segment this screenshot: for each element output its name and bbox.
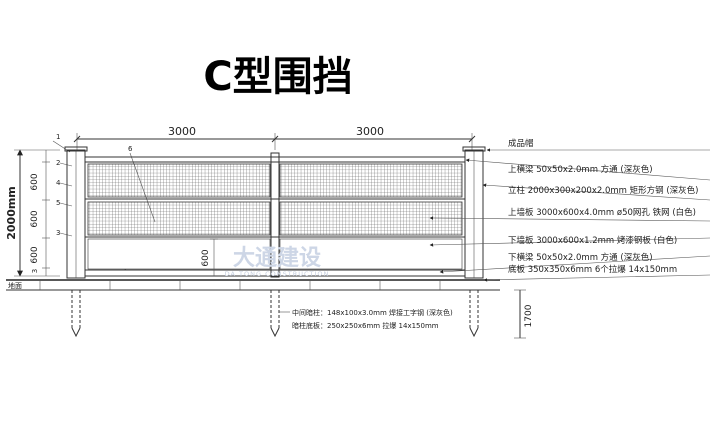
callout-1: 1 [56,133,60,141]
legend-post: 立柱 2000x300x200x2.0mm 矩形方钢 (深灰色) [508,185,699,196]
diagram-title: C型围挡 [203,54,352,100]
callout-6: 6 [128,145,133,153]
mesh-panel-lower-right [279,201,463,236]
dim-section-top: 600 [30,173,40,190]
callout-2: 2 [56,159,60,167]
legend-upper-panel: 上墙板 3000x600x4.0mm ø50网孔 铁网 (白色) [508,207,696,218]
right-cap [462,146,486,152]
mesh-panel-upper-right [279,163,463,198]
top-rail [84,156,466,163]
callout-4: 4 [56,179,61,187]
watermark-text: 大通建设 [233,246,321,271]
ground-label: 地面 [8,281,22,290]
fence-structure: 600 [64,146,486,279]
ground: 地面 [6,279,500,291]
dim-lower-panel: 600 [201,249,211,266]
left-cap [64,146,88,152]
watermark-sub: DA TONG CONSTRUCTION [225,270,330,278]
dim-foundation-depth: 1700 [524,304,534,327]
callout-3: 3 [56,229,60,237]
legend-top-rail: 上横梁 50x50x2.0mm 方通 (深灰色) [508,164,653,175]
middle-post [270,152,280,278]
middle-note-2: 暗柱底板：250x250x6mm 拉爆 14x150mm [292,321,439,330]
middle-notes: 中间暗柱：148x100x3.0mm 焊接工字钢 (深灰色) 暗柱底板：250x… [279,308,453,330]
mesh-panel-upper-left [87,163,271,198]
steel-panel-left [87,238,271,270]
top-dimension: 3000 3000 [73,125,476,150]
dim-section-mid: 600 [30,210,40,227]
legend: 成品帽 上横梁 50x50x2.0mm 方通 (深灰色) 立柱 2000x300… [429,138,711,282]
mesh-panel-lower-left [87,201,271,236]
legend-bottom-rail: 下横梁 50x50x2.0mm 方通 (深灰色) [508,252,653,263]
dim-span-left: 3000 [168,125,196,138]
legend-lower-panel: 下墙板 3000x600x1.2mm 烤漆钢板 (白色) [508,235,677,246]
dim-span-right: 3000 [356,125,384,138]
middle-note-1: 中间暗柱：148x100x3.0mm 焊接工字钢 (深灰色) [292,308,453,317]
dim-section-bottom: 600 [30,246,40,263]
dim-total-height: 2000mm [5,186,18,240]
left-dimension: 2000mm 600 600 600 3 [5,149,60,277]
callout-5: 5 [56,199,60,207]
watermark: 大通建设 DA TONG CONSTRUCTION [225,246,330,278]
dim-base-bottom: 3 [31,269,39,273]
bottom-rail [84,269,466,277]
legend-base-plate: 底板 350x350x6mm 6个拉爆 14x150mm [508,264,677,275]
anchors: 1700 [71,289,534,339]
legend-cap: 成品帽 [508,138,534,149]
